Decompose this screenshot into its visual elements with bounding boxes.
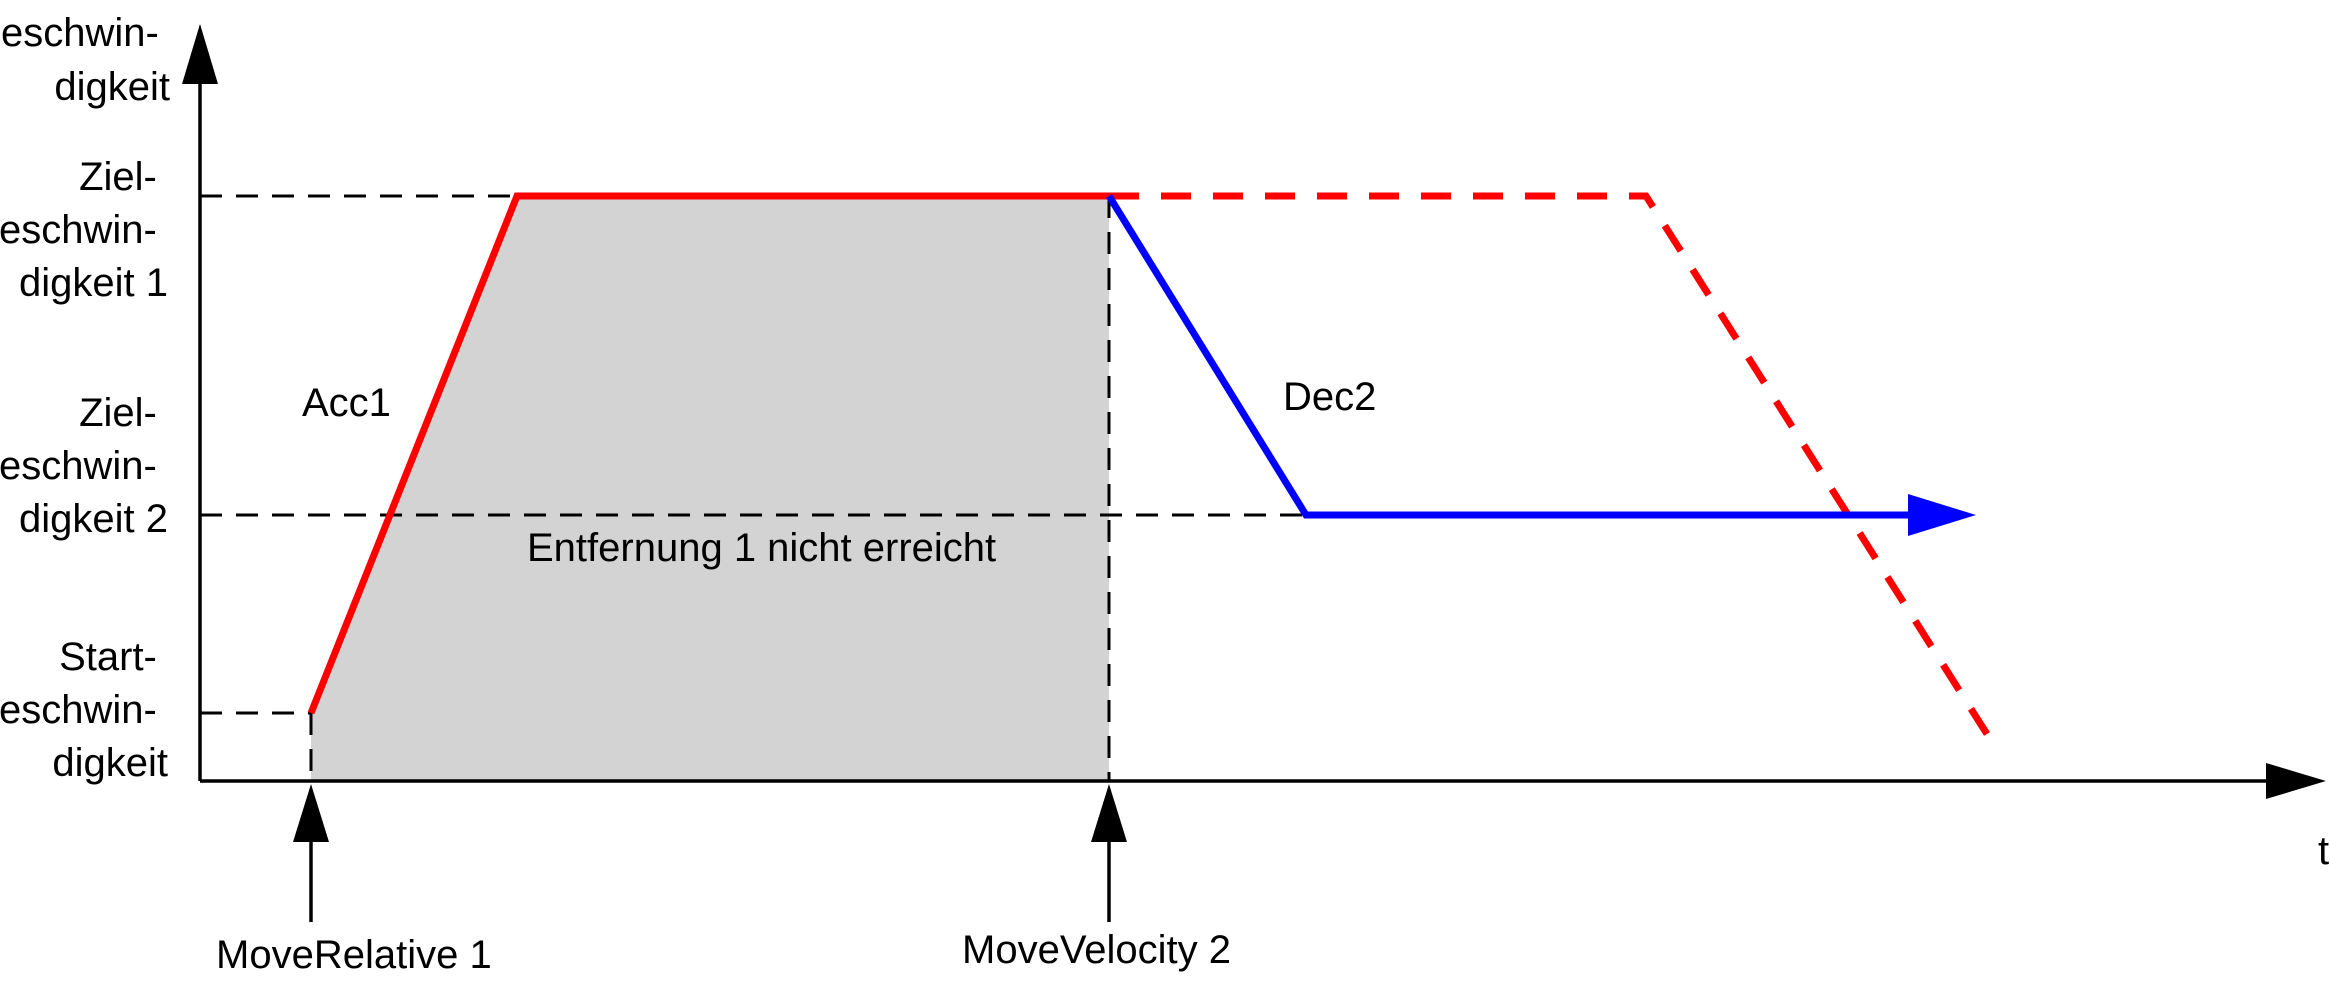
distance-note: Entfernung 1 nicht erreicht [527,526,996,570]
target-velocity-1-label: Ziel- geschwin- digkeit 1 [0,155,168,305]
move-relative-profile [307,192,1109,715]
move-velocity-trigger-arrowhead [1091,784,1127,842]
distance-area [311,196,1109,781]
move-velocity-arrowhead [1908,494,1976,536]
target-velocity-2-label: Ziel- geschwin- digkeit 2 [0,391,168,541]
start-velocity-label: Start- geschwin- digkeit [0,635,168,785]
dec2-label: Dec2 [1283,375,1376,419]
move-relative-label: MoveRelative 1 [216,933,492,977]
move-velocity-label: MoveVelocity 2 [962,928,1231,972]
x-axis-label: t [2318,829,2329,873]
acc1-label: Acc1 [302,381,391,425]
move-relative-planned-profile [1109,192,1995,744]
x-axis-arrowhead [2266,763,2326,799]
y-axis-arrowhead [182,24,218,84]
move-velocity-profile [1106,194,1918,519]
move-relative-trigger-arrowhead [293,784,329,842]
y-axis-label: Geschwin- digkeit [0,11,170,109]
